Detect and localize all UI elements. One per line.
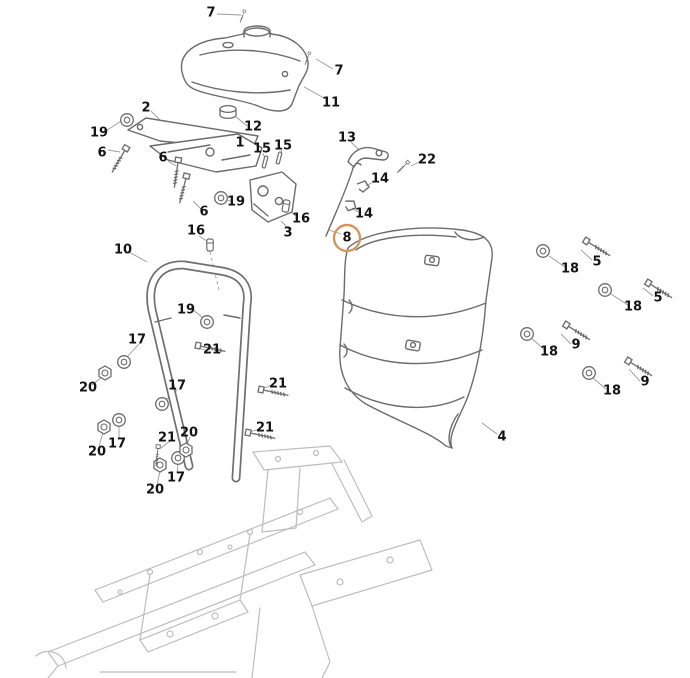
part-label-17-37[interactable]: 17 xyxy=(108,437,126,452)
part-label-15-9[interactable]: 15 xyxy=(274,139,292,154)
part-label-14-16[interactable]: 14 xyxy=(355,207,373,222)
screw-6a xyxy=(108,143,131,175)
washer-19c xyxy=(200,315,214,329)
nut-20a xyxy=(98,365,112,381)
part-label-16-15[interactable]: 16 xyxy=(292,212,310,227)
part-label-22-11[interactable]: 22 xyxy=(418,153,436,168)
part-label-9-35[interactable]: 9 xyxy=(640,375,649,390)
part-label-6-6[interactable]: 6 xyxy=(97,146,106,161)
part-label-15-8[interactable]: 15 xyxy=(253,142,271,157)
bolt-7a xyxy=(238,9,247,24)
throttle-rod xyxy=(325,162,362,237)
part-label-19-14[interactable]: 19 xyxy=(227,195,245,210)
part-label-18-24[interactable]: 18 xyxy=(624,300,642,315)
part-label-7-0[interactable]: 7 xyxy=(206,6,215,21)
part-label-6-12[interactable]: 6 xyxy=(158,151,167,166)
part-label-19-4[interactable]: 19 xyxy=(90,126,108,141)
clip-14a xyxy=(356,180,370,193)
part-label-18-29[interactable]: 18 xyxy=(540,345,558,360)
part-label-11-2[interactable]: 11 xyxy=(322,96,340,111)
part-label-2-3[interactable]: 2 xyxy=(141,101,150,116)
washer-18d xyxy=(582,366,596,380)
part-label-13-10[interactable]: 13 xyxy=(338,131,356,146)
part-label-4-41[interactable]: 4 xyxy=(497,430,506,445)
part-label-12-5[interactable]: 12 xyxy=(244,120,262,135)
part-label-8-18[interactable]: 8 xyxy=(342,231,351,246)
part-label-17-32[interactable]: 17 xyxy=(168,379,186,394)
part-label-18-34[interactable]: 18 xyxy=(603,384,621,399)
part-label-20-38[interactable]: 20 xyxy=(88,445,106,460)
screw-6c xyxy=(176,172,191,205)
part-label-6-19[interactable]: 6 xyxy=(199,205,208,220)
part-label-7-1[interactable]: 7 xyxy=(334,64,343,79)
part-label-21-39[interactable]: 21 xyxy=(158,431,176,446)
part-label-5-25[interactable]: 5 xyxy=(653,291,662,306)
washer-17c xyxy=(112,413,126,427)
fuel-tank xyxy=(180,25,309,112)
spacer-16a xyxy=(281,198,291,214)
part-label-19-26[interactable]: 19 xyxy=(177,303,195,318)
part-label-18-22[interactable]: 18 xyxy=(561,262,579,277)
throttle-lever xyxy=(347,146,389,168)
nut-20c xyxy=(179,442,193,458)
pin-15a xyxy=(261,155,269,169)
washer-17a xyxy=(117,355,131,369)
side-panel xyxy=(339,227,493,449)
pin-15b xyxy=(275,151,283,165)
part-label-17-27[interactable]: 17 xyxy=(128,333,146,348)
part-label-21-33[interactable]: 21 xyxy=(269,377,287,392)
washer-19b xyxy=(214,191,228,205)
washer-18a xyxy=(536,244,550,258)
selected-part-highlight-circle xyxy=(332,223,362,253)
nut-20b xyxy=(97,419,111,435)
part-label-10-21[interactable]: 10 xyxy=(114,243,132,258)
part-label-3-17[interactable]: 3 xyxy=(283,226,292,241)
part-label-16-20[interactable]: 16 xyxy=(187,224,205,239)
lower-bracket xyxy=(249,171,297,223)
part-label-17-43[interactable]: 17 xyxy=(167,471,185,486)
part-label-9-30[interactable]: 9 xyxy=(571,338,580,353)
spacer-16b xyxy=(206,238,214,252)
washer-18c xyxy=(520,327,534,341)
cap-12 xyxy=(219,104,237,120)
part-label-20-42[interactable]: 20 xyxy=(146,483,164,498)
screw-22 xyxy=(395,159,411,175)
washer-19a xyxy=(120,113,134,127)
part-label-21-28[interactable]: 21 xyxy=(203,343,221,358)
part-label-1-7[interactable]: 1 xyxy=(235,136,244,151)
handlebar xyxy=(146,260,253,483)
leader-lines xyxy=(91,13,654,486)
part-label-20-40[interactable]: 20 xyxy=(180,426,198,441)
washer-18b xyxy=(598,283,612,297)
part-label-21-36[interactable]: 21 xyxy=(256,421,274,436)
part-label-5-23[interactable]: 5 xyxy=(592,255,601,270)
part-label-20-31[interactable]: 20 xyxy=(79,381,97,396)
washer-17b xyxy=(155,397,169,411)
part-label-14-13[interactable]: 14 xyxy=(371,172,389,187)
chassis-frame xyxy=(35,445,433,678)
